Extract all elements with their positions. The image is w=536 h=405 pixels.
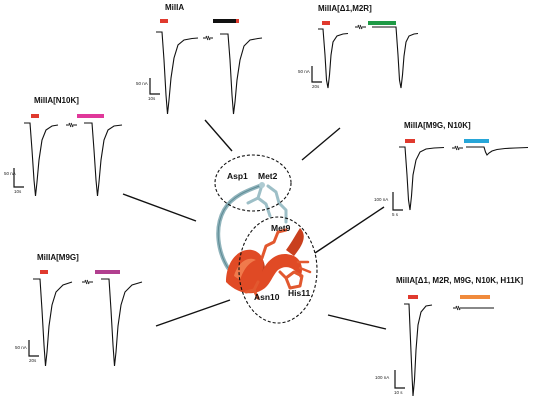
trace-control: [318, 28, 349, 89]
scale-bar: [28, 340, 39, 357]
residue-label-met9: Met9: [271, 223, 291, 233]
panel-m9g-n10k: [392, 139, 529, 211]
scale-current-n10k: 50 nA: [4, 171, 16, 176]
panel-title-wt: MilIA: [165, 3, 185, 12]
trace-control: [404, 303, 433, 397]
scale-bar: [311, 66, 322, 83]
sidechain-met2: [266, 184, 288, 224]
trace-break: [355, 24, 366, 30]
panel-title-n10k: MilIA[N10K]: [34, 96, 79, 105]
application-bar-control: [31, 114, 39, 118]
scale-time-wt: 10s: [148, 96, 156, 101]
trace-break: [453, 305, 466, 311]
scale-current-m9g: 50 nA: [15, 345, 27, 350]
connector-n10k: [122, 193, 197, 222]
application-bar-toxin-tip: [236, 19, 239, 23]
application-bar-toxin: [460, 295, 490, 299]
scale-bar: [149, 78, 160, 95]
panel-title-m9g-n10k: MilIA[M9G, N10K]: [404, 121, 471, 130]
application-bar-control: [160, 19, 168, 23]
sidechain-asn10: [244, 280, 260, 300]
connector-m9g: [155, 299, 231, 327]
sidechain-extra: [296, 260, 312, 274]
n-terminus-atom: [259, 182, 265, 188]
connector-wt: [204, 119, 233, 152]
application-bar-toxin: [95, 270, 120, 274]
application-bar-control: [40, 270, 48, 274]
sidechain-met9: [260, 228, 288, 260]
sidechain-his11: [278, 270, 304, 290]
residue-label-asn10: Asn10: [254, 292, 280, 302]
scale-bar: [394, 370, 405, 389]
panel-n10k: [13, 114, 123, 197]
application-bar-toxin: [464, 139, 489, 143]
scale-current-delta1-m2r: 50 nA: [298, 69, 310, 74]
panel-combo: [394, 295, 494, 397]
connector-m9g-n10k: [314, 206, 385, 254]
application-bar-toxin: [213, 19, 238, 23]
scale-bar: [392, 192, 403, 211]
trace-control: [33, 278, 73, 367]
residue-label-met2: Met2: [258, 171, 278, 181]
peptide-structure: [214, 154, 318, 324]
panel-wt: [149, 19, 263, 115]
trace-toxin: [372, 26, 419, 89]
trace-break: [452, 145, 463, 151]
panel-title-m9g: MilIA[M9G]: [37, 253, 79, 262]
connector-delta1-m2r: [301, 127, 341, 161]
sidechain-asp1: [246, 183, 272, 218]
highlight-c-terminal: [238, 216, 318, 324]
application-bar-control: [405, 139, 415, 143]
scale-time-delta1-m2r: 20s: [312, 84, 320, 89]
application-bar-toxin: [368, 21, 396, 25]
panel-title-delta1-m2r: MilIA[Δ1,M2R]: [318, 4, 372, 13]
scale-time-m9g: 20s: [29, 358, 37, 363]
scale-current-wt: 50 nA: [136, 81, 148, 86]
scale-time-n10k: 10s: [14, 189, 22, 194]
panel-delta1-m2r: [311, 21, 419, 89]
trace-toxin: [101, 278, 143, 367]
trace-break: [82, 279, 93, 285]
trace-break: [66, 122, 77, 128]
connector-combo: [327, 314, 387, 330]
panel-title-combo: MilIA[Δ1, M2R, M9G, N10K, H11K]: [396, 276, 524, 285]
application-bar-toxin: [77, 114, 104, 118]
application-bar-control: [408, 295, 418, 299]
helix-c-term: [286, 228, 304, 256]
backbone-coil-outline: [217, 184, 263, 269]
scale-bar: [13, 168, 24, 188]
scale-current-combo: 100 nA: [375, 375, 390, 380]
residue-label-asp1: Asp1: [227, 171, 248, 181]
trace-break: [203, 35, 213, 41]
residue-label-his11: His11: [288, 288, 311, 298]
panel-m9g: [28, 270, 143, 367]
trace-control: [24, 122, 59, 197]
scale-time-combo: 10 s: [394, 390, 403, 395]
application-bar-control: [322, 21, 330, 25]
highlight-n-terminal: [214, 154, 292, 212]
trace-toxin: [84, 122, 123, 197]
connector-lines: [122, 119, 387, 330]
trace-control: [156, 31, 199, 115]
trace-toxin: [220, 33, 263, 115]
scale-current-m9g-n10k: 100 nA: [374, 197, 389, 202]
trace-toxin: [466, 146, 529, 156]
trace-control: [399, 146, 445, 211]
scale-time-m9g-n10k: 5 s: [392, 212, 399, 217]
